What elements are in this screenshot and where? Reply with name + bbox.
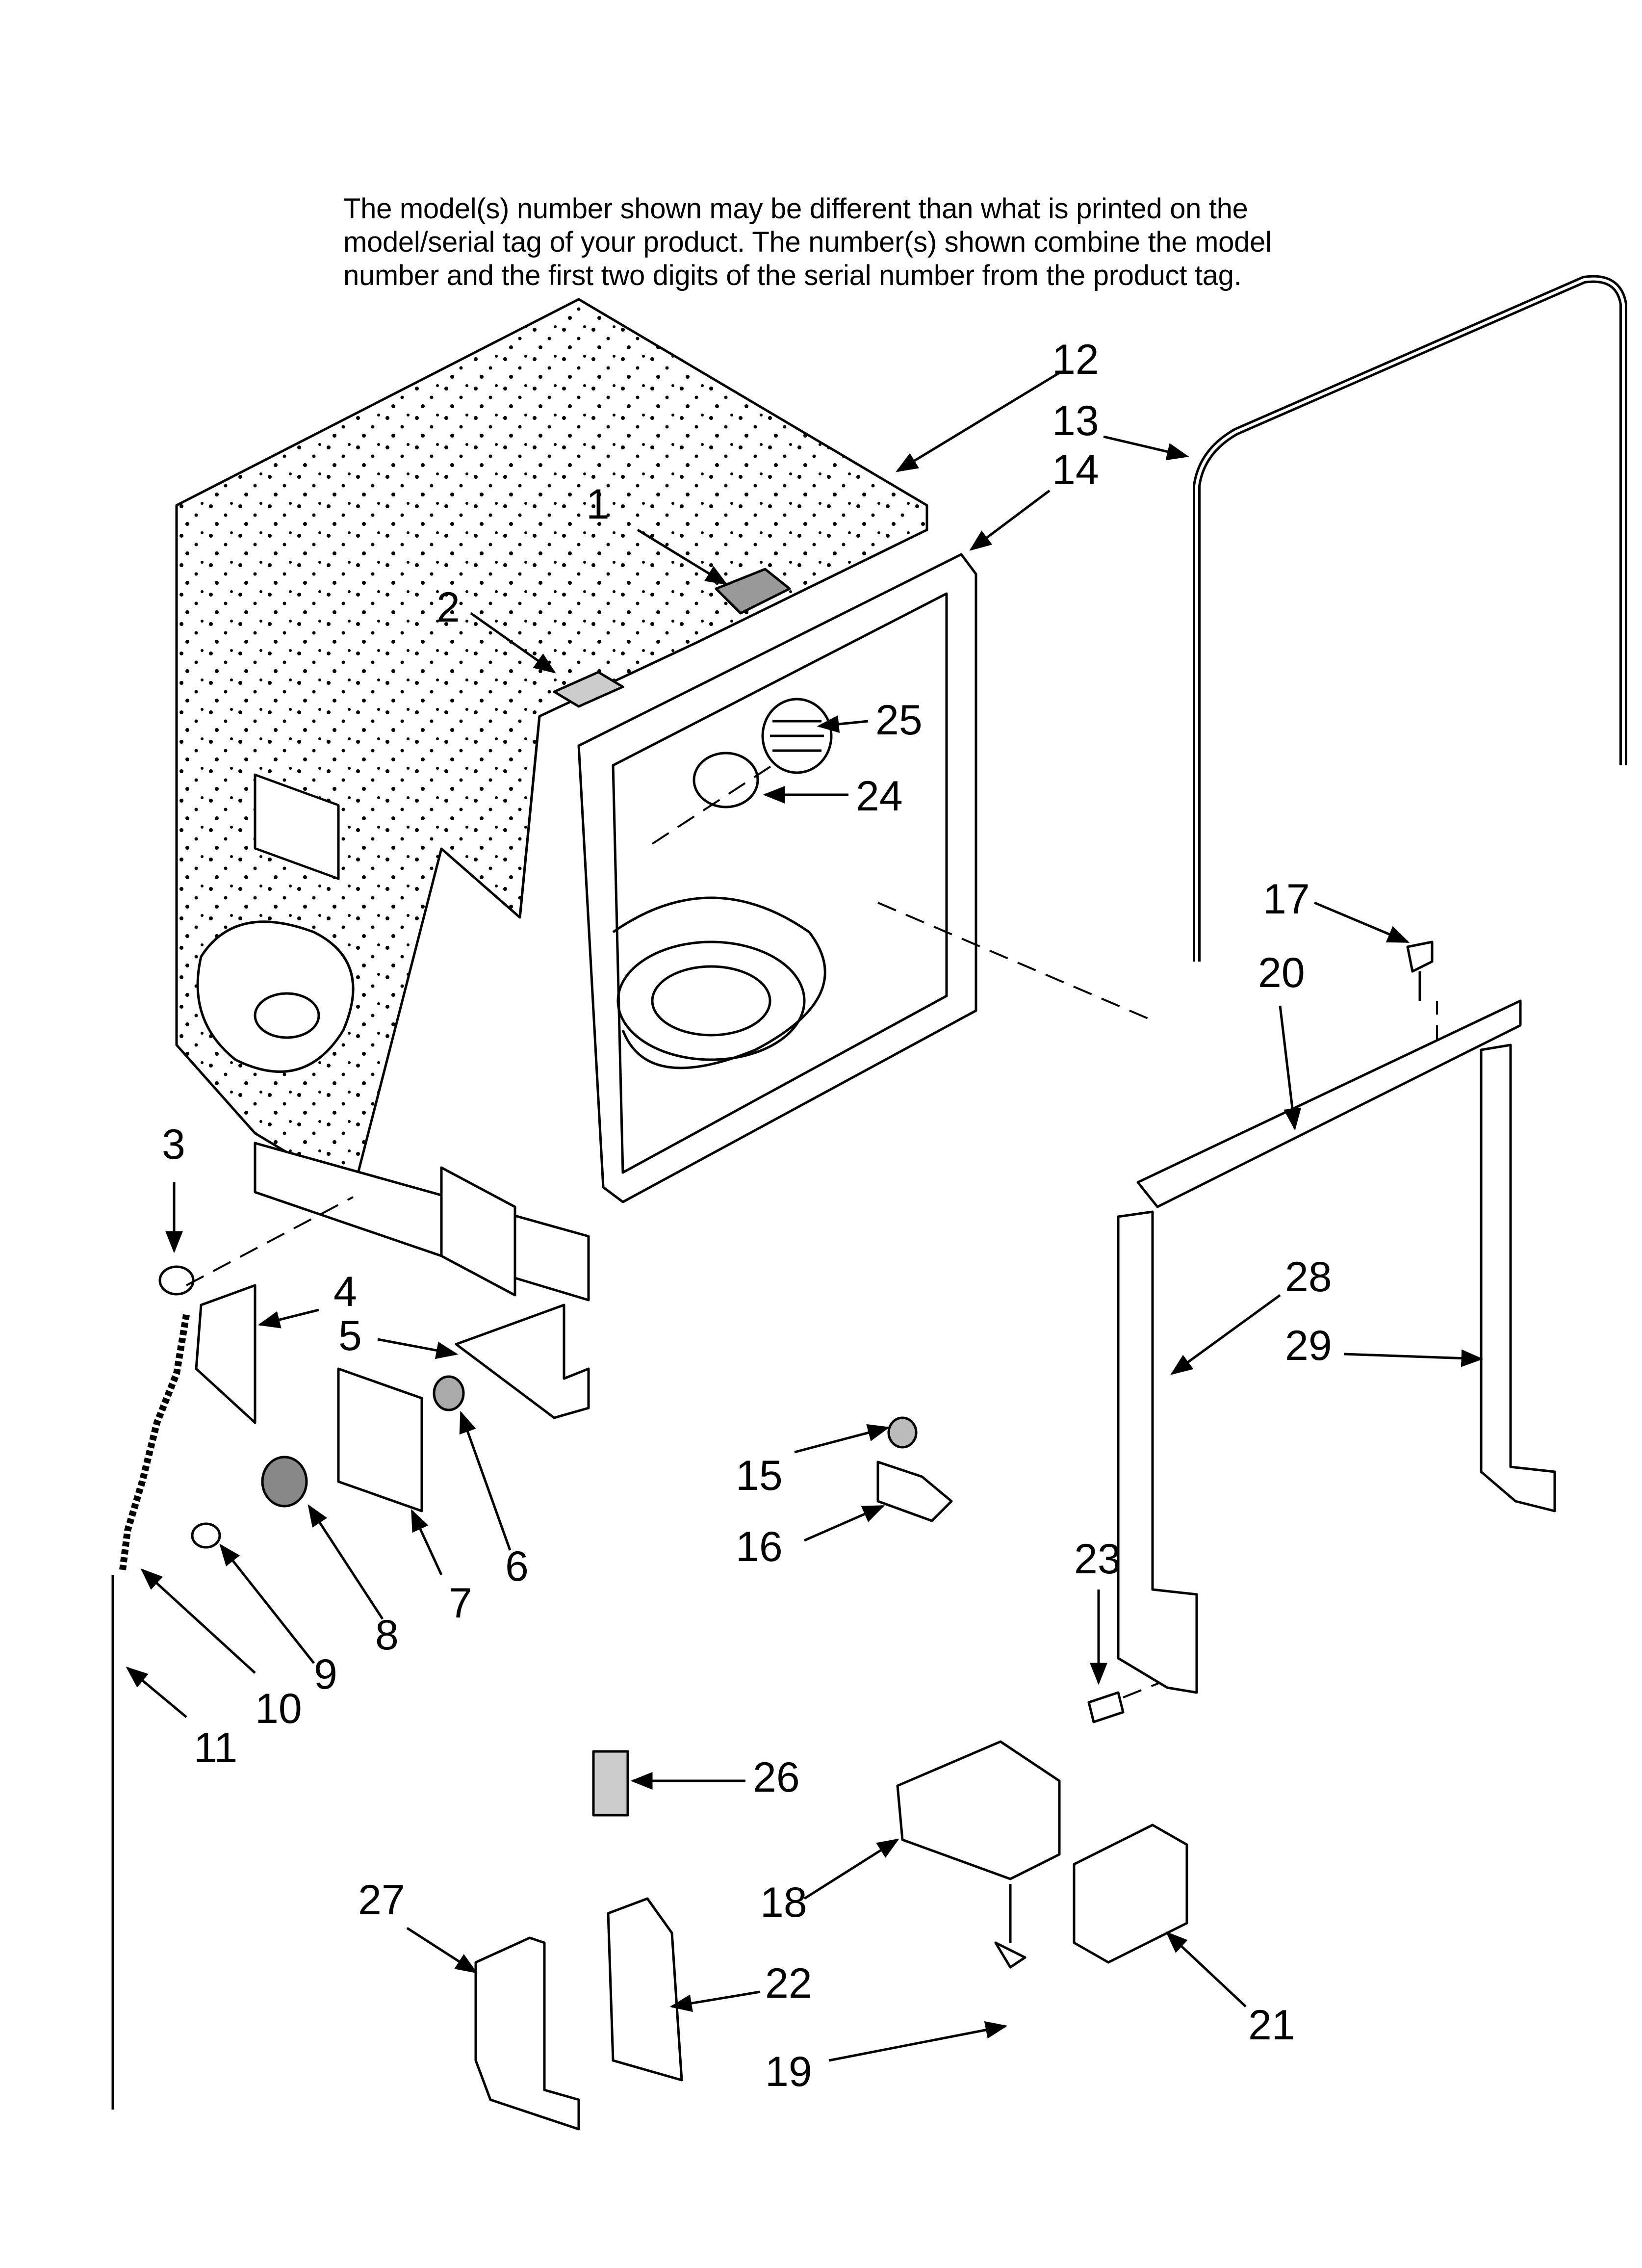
callout-1: 1 xyxy=(586,481,610,528)
part-15-clip xyxy=(887,1416,918,1449)
leader-8 xyxy=(308,1504,384,1620)
part-27-panel xyxy=(474,1936,580,2131)
part-25-vent xyxy=(761,698,833,774)
callout-8: 8 xyxy=(375,1612,399,1659)
part-21-cover xyxy=(1073,1824,1188,1964)
callout-14: 14 xyxy=(1052,446,1099,494)
leader-1 xyxy=(637,528,728,585)
part-2-bracket xyxy=(553,671,624,708)
leader-4 xyxy=(257,1308,319,1329)
part-10-spring xyxy=(119,1314,190,1570)
part-7-plate xyxy=(337,1367,423,1512)
callout-5: 5 xyxy=(338,1312,362,1359)
leader-11 xyxy=(126,1667,187,1718)
part-24-ring xyxy=(693,752,759,808)
note-line-2: model/serial tag of your product. The nu… xyxy=(343,226,1272,258)
leader-16 xyxy=(803,1505,885,1542)
callout-24: 24 xyxy=(856,773,903,820)
callout-20: 20 xyxy=(1258,949,1305,996)
callout-26: 26 xyxy=(753,1754,800,1801)
note-line-1: The model(s) number shown may be differe… xyxy=(343,193,1248,225)
part-18-bracket xyxy=(896,1740,1061,1880)
leader-29 xyxy=(1343,1349,1484,1367)
part-6-nut xyxy=(433,1375,465,1411)
callout-19: 19 xyxy=(765,2048,812,2095)
leader-2 xyxy=(470,612,556,674)
leader-10 xyxy=(140,1568,256,1674)
part-22-bracket xyxy=(607,1897,683,2082)
callout-11: 11 xyxy=(194,1724,238,1772)
leader-14 xyxy=(969,490,1051,551)
callout-3: 3 xyxy=(162,1121,185,1168)
part-20-rail xyxy=(1136,999,1522,1208)
leader-27 xyxy=(406,1927,478,1974)
leader-17 xyxy=(1314,901,1410,943)
callout-6: 6 xyxy=(505,1543,529,1590)
part-26-block xyxy=(592,1750,629,1817)
part-16-bracket xyxy=(876,1460,953,1522)
callout-16: 16 xyxy=(736,1523,783,1570)
part-28-trim xyxy=(1117,1210,1198,1694)
leader-7 xyxy=(410,1509,443,1576)
part-13-gasket xyxy=(1193,275,1627,962)
part-4-plate xyxy=(195,1284,257,1424)
callout-10: 10 xyxy=(255,1685,302,1732)
callout-15: 15 xyxy=(736,1452,783,1499)
leader-12 xyxy=(896,371,1060,472)
part-8-wheel xyxy=(261,1456,308,1508)
callout-7: 7 xyxy=(449,1580,472,1627)
callout-17: 17 xyxy=(1263,876,1310,923)
part-5-bracket xyxy=(455,1303,590,1419)
tub-insulation xyxy=(175,298,928,1194)
callout-13: 13 xyxy=(1052,397,1099,444)
callout-21: 21 xyxy=(1248,2002,1295,2049)
callout-2: 2 xyxy=(436,584,460,631)
leader-5 xyxy=(377,1338,459,1359)
part-29-trim xyxy=(1480,1043,1556,1512)
disclaimer-note: The model(s) number shown may be differe… xyxy=(343,192,1324,292)
callout-23: 23 xyxy=(1074,1536,1121,1583)
part-1-bracket xyxy=(715,568,791,615)
leader-20 xyxy=(1279,1005,1302,1131)
callout-18: 18 xyxy=(760,1879,807,1926)
part-9-pin xyxy=(191,1522,221,1549)
callout-25: 25 xyxy=(875,697,923,744)
leader-15 xyxy=(794,1424,890,1454)
part-3-plug xyxy=(158,1265,195,1296)
leader-13 xyxy=(1103,435,1189,461)
leader-19 xyxy=(828,2021,1008,2062)
callout-28: 28 xyxy=(1285,1253,1332,1301)
leader-22 xyxy=(669,1990,761,2012)
callout-27: 27 xyxy=(358,1877,405,1924)
leader-28 xyxy=(1170,1294,1281,1375)
leader-9 xyxy=(219,1543,315,1664)
callout-29: 29 xyxy=(1285,1322,1332,1369)
leader-21 xyxy=(1165,1931,1247,2007)
tub-frame xyxy=(254,553,977,1302)
leader-6 xyxy=(459,1410,512,1551)
leader-18 xyxy=(803,1838,899,1900)
part-19-screw xyxy=(994,1884,1026,1969)
part-23-screw xyxy=(1087,1691,1125,1723)
note-line-3: number and the first two digits of the s… xyxy=(343,260,1242,291)
callout-9: 9 xyxy=(314,1651,337,1698)
callout-22: 22 xyxy=(765,1960,812,2007)
callout-12: 12 xyxy=(1052,336,1099,383)
part-17-screw xyxy=(1406,940,1434,1001)
callout-4: 4 xyxy=(334,1268,357,1315)
leader-25 xyxy=(817,715,869,733)
